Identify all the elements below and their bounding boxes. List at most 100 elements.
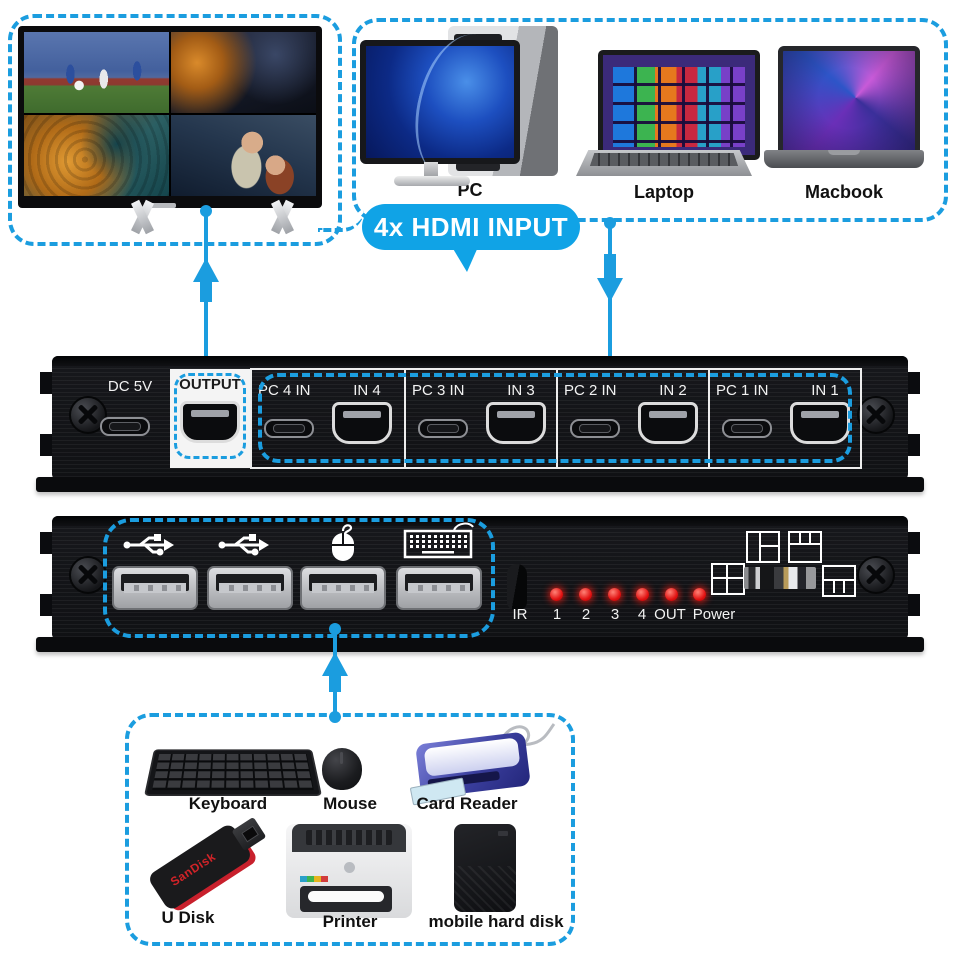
macbook-label: Macbook bbox=[804, 182, 883, 202]
led-3 bbox=[608, 588, 621, 601]
input-section-3: PC 3 IN IN 3 bbox=[404, 370, 558, 467]
hdmi-input-bubble: 4x HDMI INPUT bbox=[362, 204, 580, 250]
screw bbox=[69, 556, 107, 594]
panel-fin bbox=[906, 594, 920, 616]
inputs-highlight-dashes bbox=[258, 373, 852, 463]
in4-hdmi-label: IN 4 bbox=[353, 382, 381, 399]
panel-fin bbox=[40, 372, 54, 394]
led-label-2: 2 bbox=[581, 606, 591, 623]
tv-leg-left bbox=[106, 202, 180, 234]
pc2-usb-label: PC 2 IN bbox=[564, 382, 617, 399]
card-reader-body bbox=[409, 731, 531, 806]
led-label-3: 3 bbox=[610, 606, 620, 623]
input-section-4: PC 4 IN IN 4 bbox=[252, 370, 404, 467]
mouse-label: Mouse bbox=[323, 794, 377, 813]
laptop-keyboard bbox=[590, 153, 738, 166]
usb-port-2 bbox=[207, 566, 293, 610]
hdmi-in3-port bbox=[486, 402, 546, 444]
keyboard-label: Keyboard bbox=[188, 794, 268, 813]
ir-receiver bbox=[507, 564, 527, 610]
input-section-2: PC 2 IN IN 2 bbox=[556, 370, 710, 467]
up-arrow-stem bbox=[200, 280, 212, 302]
pc-vent bbox=[456, 162, 500, 171]
led-4 bbox=[636, 588, 649, 601]
tv-group-box bbox=[8, 14, 342, 246]
output-highlight-dashes bbox=[174, 373, 246, 459]
mode-icon-one-top-three-bottom bbox=[822, 565, 856, 597]
up-arrow-stem bbox=[329, 674, 341, 692]
bubble-tail bbox=[452, 247, 478, 272]
keyboard-icon bbox=[403, 522, 474, 559]
led-out bbox=[665, 588, 678, 601]
mouse-image bbox=[322, 748, 362, 790]
led-label-4: 4 bbox=[637, 606, 647, 623]
tv-quadrant-abstract bbox=[24, 115, 169, 196]
tv-quadrant-romance bbox=[171, 115, 316, 196]
laptop-screen bbox=[598, 50, 760, 160]
in2-hdmi-label: IN 2 bbox=[659, 382, 687, 399]
ir-label: IR bbox=[512, 606, 528, 623]
usb-group-dashes bbox=[103, 518, 495, 638]
monitor-stand bbox=[424, 162, 438, 178]
led-power bbox=[693, 588, 706, 601]
usb-icon bbox=[123, 534, 174, 556]
mode-icon-quad-grid bbox=[711, 563, 745, 595]
panel-fin bbox=[40, 532, 54, 554]
monitor-base bbox=[394, 176, 470, 186]
pc3-usb-label: PC 3 IN bbox=[412, 382, 465, 399]
macbook-screen bbox=[778, 46, 920, 160]
front-panel-base bbox=[36, 637, 924, 652]
pc-monitor bbox=[360, 24, 520, 187]
u-disk-label: U Disk bbox=[161, 908, 215, 927]
mouse-icon bbox=[332, 524, 354, 561]
led-label-power: Power bbox=[692, 606, 736, 623]
peripherals-group-box bbox=[125, 713, 575, 946]
mode-icon-one-left-two-right bbox=[746, 531, 780, 563]
tv bbox=[18, 26, 322, 208]
hdmi-output-port bbox=[180, 401, 240, 443]
output-section: OUTPUT bbox=[170, 369, 250, 468]
pc4-usbc-port bbox=[264, 419, 314, 438]
panel-fin bbox=[906, 434, 920, 456]
card-reader-image bbox=[409, 722, 556, 806]
laptop-tiles bbox=[613, 67, 745, 147]
rear-panel-base bbox=[36, 477, 924, 492]
sources-group-box bbox=[352, 18, 948, 222]
panel-fin bbox=[40, 434, 54, 456]
connector-dot bbox=[604, 217, 616, 229]
keyboard-image bbox=[144, 749, 322, 796]
up-arrow bbox=[322, 652, 348, 676]
usb-port-keyboard bbox=[396, 566, 482, 610]
printer-label: Printer bbox=[322, 912, 378, 931]
up-arrow bbox=[193, 258, 219, 282]
usb-port-1 bbox=[112, 566, 198, 610]
panel-fin bbox=[906, 372, 920, 394]
dc-power-label: DC 5V bbox=[107, 378, 153, 395]
screw bbox=[857, 556, 895, 594]
mobile-hard-disk-label: mobile hard disk bbox=[428, 912, 564, 931]
led-label-out: OUT bbox=[654, 606, 686, 623]
tv-quadrant-movie bbox=[171, 32, 316, 113]
pc3-usbc-port bbox=[418, 419, 468, 438]
usb-port-mouse bbox=[300, 566, 386, 610]
led-1 bbox=[550, 588, 563, 601]
hdmi-in1-port bbox=[790, 402, 850, 444]
hdmi-in4-port bbox=[332, 402, 392, 444]
pc1-usb-label: PC 1 IN bbox=[716, 382, 769, 399]
input-sections-box: PC 4 IN IN 4 PC 3 IN IN 3 PC 2 IN IN 2 P… bbox=[250, 368, 862, 469]
down-arrow-stem bbox=[604, 254, 616, 278]
macbook-base bbox=[764, 150, 924, 168]
laptop-label: Laptop bbox=[634, 182, 694, 202]
laptop-base bbox=[576, 150, 752, 176]
in3-hdmi-label: IN 3 bbox=[507, 382, 535, 399]
screw bbox=[857, 396, 895, 434]
pc1-usbc-port bbox=[722, 419, 772, 438]
printer-image bbox=[286, 824, 412, 918]
tv-screen bbox=[24, 32, 316, 196]
down-arrow bbox=[597, 278, 623, 302]
monitor-swoosh bbox=[401, 24, 519, 187]
dc-power-port bbox=[100, 417, 150, 436]
connector-dot bbox=[200, 205, 212, 217]
mobile-hard-disk-image bbox=[454, 824, 516, 912]
